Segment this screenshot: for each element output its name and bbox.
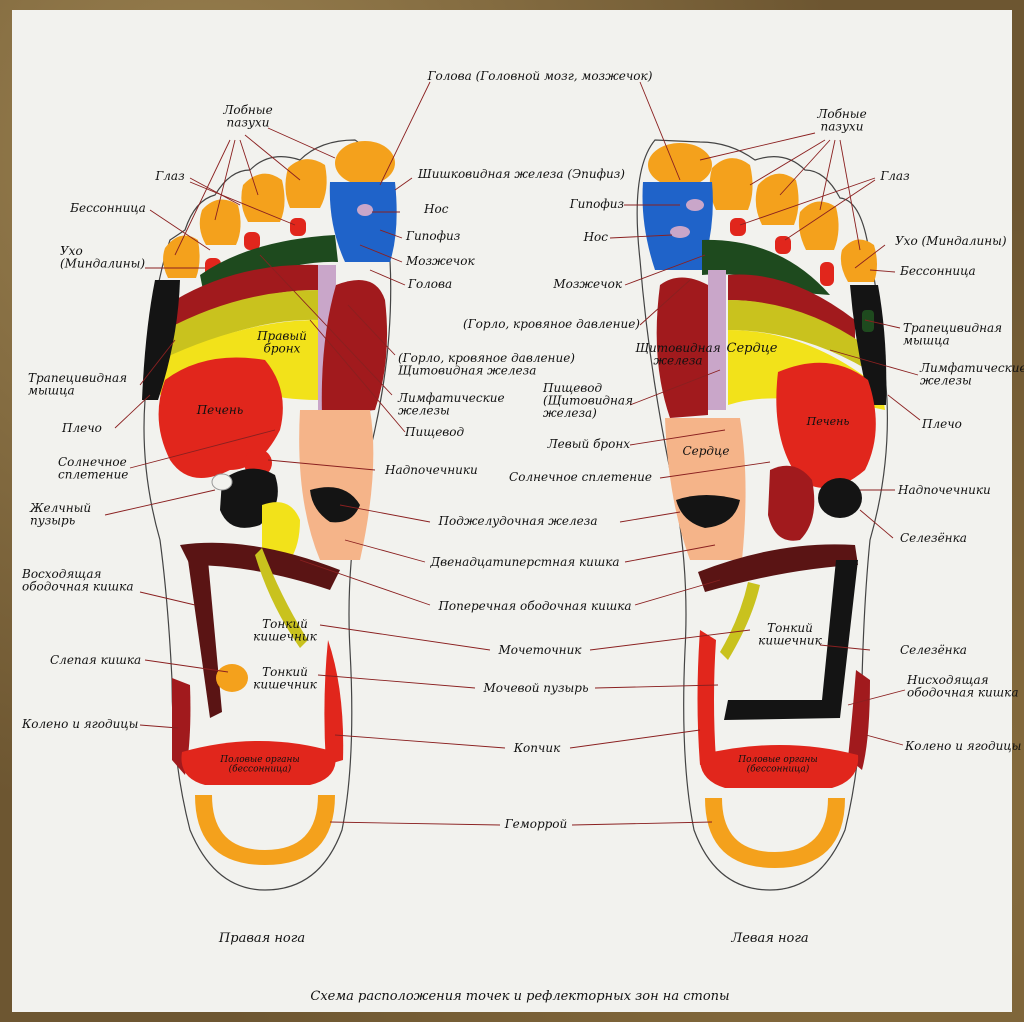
left-toe-base-1 xyxy=(820,262,834,286)
label-shishk: Шишковидная железа (Эпифиз) xyxy=(417,167,625,181)
label-ukho-l: Ухо (Миндалины) xyxy=(895,234,1007,248)
right-toe-2 xyxy=(200,200,241,245)
left-adrenal-black xyxy=(818,478,862,518)
left-knee-left xyxy=(698,630,717,765)
right-gallbladder-point xyxy=(212,474,232,490)
label-mozzhechok-l: Мозжечок xyxy=(552,277,622,291)
label-gemorroj: Геморрой xyxy=(504,817,568,831)
label-bessonnica-l: Бессонница xyxy=(899,264,976,278)
left-big-toe xyxy=(648,143,712,187)
label-gipofiz-r: Гипофиз xyxy=(405,229,460,243)
label-selezenka2: Селезёнка xyxy=(900,643,967,657)
right-big-toe xyxy=(335,141,395,185)
left-foot-caption: Левая нога xyxy=(730,931,808,946)
left-nose-point xyxy=(670,226,690,238)
right-foot-caption: Правая нога xyxy=(218,931,305,946)
zone-label-serdce2: Сердце xyxy=(682,444,729,458)
left-toe-base-2 xyxy=(775,236,791,254)
label-glaz-l: Глаз xyxy=(879,169,909,183)
diagram-caption: Схема расположения точек и рефлекторных … xyxy=(310,989,729,1004)
label-dvenadc: Двенадцатиперстная кишка xyxy=(429,555,619,569)
label-selezenka1: Селезёнка xyxy=(900,531,967,545)
right-toe-base-3 xyxy=(290,218,306,236)
label-plecho-r: Плечо xyxy=(61,421,102,435)
label-golova-r: Голова xyxy=(407,277,452,291)
label-podzhel: Поджелудочная железа xyxy=(438,514,598,528)
right-nose-point xyxy=(357,204,373,216)
label-plecho-l: Плечо xyxy=(921,417,962,431)
zone-label-serdce1: Сердце xyxy=(727,341,778,356)
label-levyj-bronkh: Левый бронх xyxy=(547,437,631,451)
label-koleno-l: Колено и ягодицы xyxy=(904,739,1021,753)
left-toe-2 xyxy=(799,202,839,250)
label-poperech: Поперечная ободочная кишка xyxy=(437,599,631,613)
label-solnechnoe-l: Солнечное сплетение xyxy=(509,470,652,484)
label-golova-top: Голова (Головной мозг, мозжечок) xyxy=(427,69,653,83)
label-koleno-r: Колено и ягодицы xyxy=(21,717,138,731)
right-toe-3 xyxy=(241,174,284,222)
zone-label-polovye-l: Половые органы(бессонница) xyxy=(737,755,818,774)
label-bessonnica-r: Бессонница xyxy=(69,201,146,215)
label-pishchevod-r: Пищевод xyxy=(404,425,465,439)
zone-label-pechen-l: Печень xyxy=(806,415,850,428)
label-slepaya: Слепая кишка xyxy=(50,653,141,667)
left-toe-base-3 xyxy=(730,218,746,236)
label-gipofiz-l: Гипофиз xyxy=(569,197,624,211)
label-nos-l: Нос xyxy=(583,230,609,244)
label-mozzhechok-r: Мозжечок xyxy=(405,254,475,268)
right-toe-4 xyxy=(285,159,326,208)
label-nadpochechniki-r: Надпочечники xyxy=(384,463,478,477)
zone-label-pechen-r: Печень xyxy=(196,403,244,417)
zone-label-polovye-r: Половые органы(бессонница) xyxy=(219,755,300,774)
left-adrenal-zone xyxy=(768,466,814,541)
label-lobnye-l: Лобныепазухи xyxy=(816,107,866,134)
right-caecum-zone xyxy=(216,664,248,692)
left-throat-strip xyxy=(708,270,726,410)
label-mochetochnik: Мочеточник xyxy=(498,643,583,657)
left-toe-4 xyxy=(710,158,753,210)
right-toe-base-2 xyxy=(244,232,260,250)
label-nos-r: Нос xyxy=(423,202,449,216)
label-glaz-r: Глаз xyxy=(154,169,184,183)
label-gorlo-l: (Горло, кровяное давление) xyxy=(463,317,640,331)
label-mochevoj: Мочевой пузырь xyxy=(482,681,588,695)
label-nadpochechniki-l: Надпочечники xyxy=(897,483,991,497)
label-kopchik: Копчик xyxy=(513,741,561,755)
left-pituitary-point xyxy=(686,199,704,211)
